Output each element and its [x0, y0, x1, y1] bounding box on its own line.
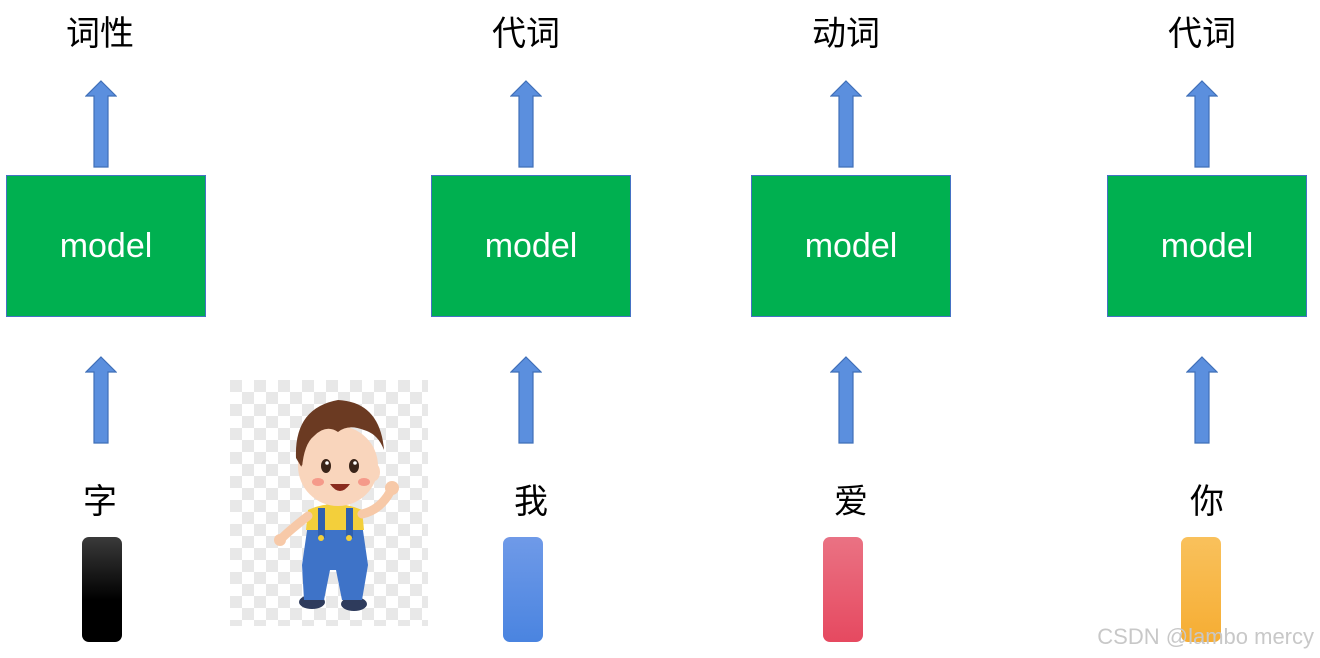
up-arrow-bottom-1 — [85, 356, 117, 444]
output-label-4: 代词 — [1168, 14, 1236, 54]
up-arrow-top-2 — [510, 80, 542, 168]
word-vector-1 — [82, 537, 122, 642]
model-box-4: model — [1107, 175, 1307, 317]
up-arrow-bottom-4 — [1186, 356, 1218, 444]
model-label-3: model — [804, 226, 898, 265]
output-label-1: 词性 — [66, 14, 134, 54]
up-arrow-top-1 — [85, 80, 117, 168]
up-arrow-bottom-2 — [510, 356, 542, 444]
up-arrow-bottom-3 — [830, 356, 862, 444]
output-label-3: 动词 — [812, 14, 880, 54]
up-arrow-top-3 — [830, 80, 862, 168]
model-label-2: model — [484, 226, 578, 265]
input-char-4: 你 — [1190, 482, 1224, 522]
model-label-1: model — [59, 226, 153, 265]
input-char-1: 字 — [83, 482, 117, 522]
output-label-2: 代词 — [492, 14, 560, 54]
up-arrow-top-4 — [1186, 80, 1218, 168]
model-box-1: model — [6, 175, 206, 317]
word-vector-3 — [823, 537, 863, 642]
model-box-2: model — [431, 175, 631, 317]
watermark: CSDN @lambo mercy — [1097, 624, 1314, 649]
word-vector-2 — [503, 537, 543, 642]
input-char-3: 爱 — [834, 482, 868, 522]
input-char-2: 我 — [514, 482, 548, 522]
model-label-4: model — [1160, 226, 1254, 265]
word-vector-4 — [1181, 537, 1221, 642]
cartoon-boy-image — [230, 380, 428, 626]
model-box-3: model — [751, 175, 951, 317]
